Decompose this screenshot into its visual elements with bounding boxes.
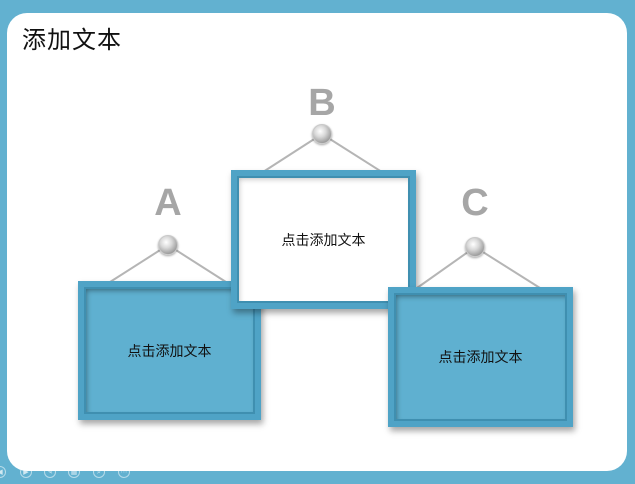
card-letter-a: A — [154, 182, 182, 224]
pin-icon — [465, 237, 485, 257]
card-letter-c: C — [461, 182, 489, 224]
slideshow-controls: ◀ ▶ ✎ ▦ ⌕ ⋯ — [0, 464, 140, 482]
previous-icon[interactable]: ◀ — [0, 466, 6, 478]
more-icon[interactable]: ⋯ — [118, 466, 130, 478]
card-b[interactable]: 点击添加文本 — [231, 170, 416, 309]
card-letter-b: B — [308, 82, 336, 124]
next-icon[interactable]: ▶ — [20, 466, 32, 478]
pen-icon[interactable]: ✎ — [44, 466, 56, 478]
zoom-icon[interactable]: ⌕ — [93, 466, 105, 478]
slide-title[interactable]: 添加文本 — [22, 26, 122, 54]
card-c[interactable]: 点击添加文本 — [388, 287, 573, 427]
card-a-text[interactable]: 点击添加文本 — [84, 287, 255, 414]
pin-icon — [312, 124, 332, 144]
card-b-text[interactable]: 点击添加文本 — [237, 176, 410, 303]
pin-icon — [158, 235, 178, 255]
slides-icon[interactable]: ▦ — [68, 466, 80, 478]
card-c-text[interactable]: 点击添加文本 — [394, 293, 567, 421]
card-a[interactable]: 点击添加文本 — [78, 281, 261, 420]
